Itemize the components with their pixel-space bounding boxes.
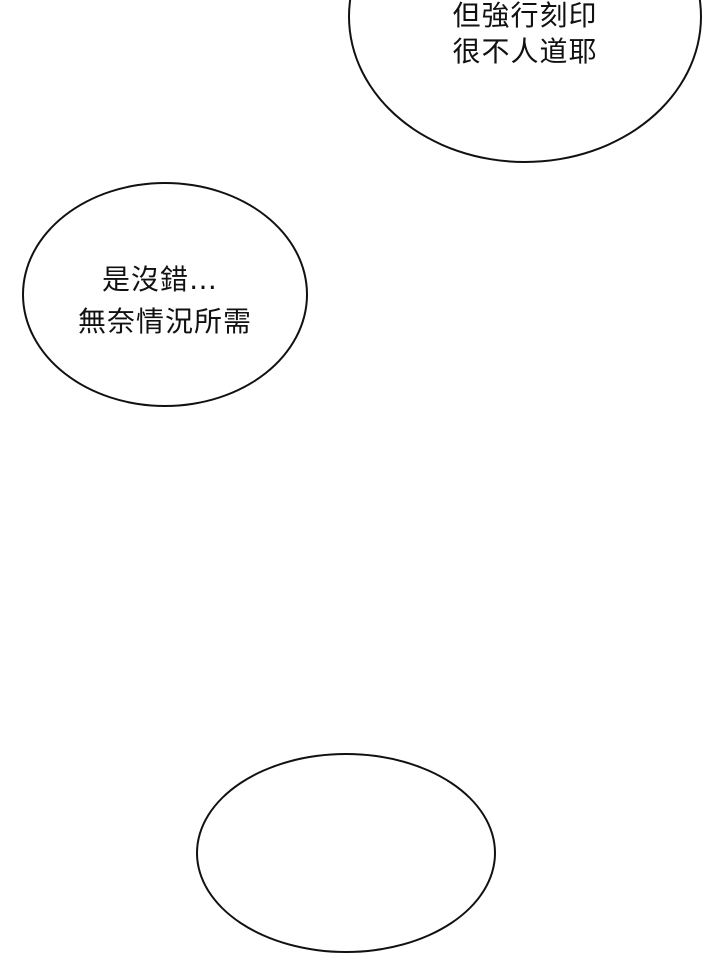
speech-bubble-bottom (196, 753, 496, 953)
bubble-text-line: 很不人道耶 (452, 35, 598, 68)
speech-bubble-left: 是沒錯… 無奈情況所需 (22, 182, 308, 407)
bubble-text-line: 但強行刻印 (452, 0, 598, 32)
bubble-text-line: 無奈情況所需 (77, 305, 252, 338)
speech-bubble-top-right: 但強行刻印 很不人道耶 (348, 0, 702, 163)
bubble-text-line: 是沒錯… (101, 263, 218, 296)
